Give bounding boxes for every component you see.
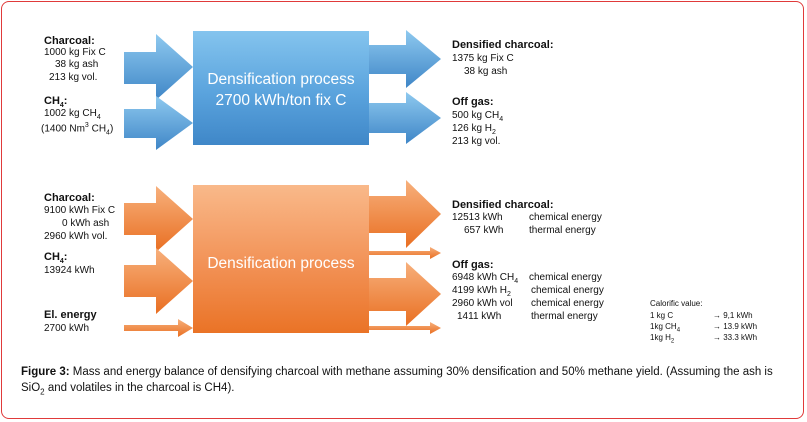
process-label-top: Densification process 2700 kWh/ton fix C	[193, 70, 369, 112]
bottom-offgas-thermal-value: 1411 kWh	[457, 311, 502, 322]
calorific-h2-left: 1kg H2	[650, 333, 675, 345]
top-densified-ash: 38 kg ash	[464, 66, 508, 77]
calorific-h2-right: → 33.3 kWh	[713, 333, 758, 342]
bottom-densified-title: Densified charcoal:	[452, 199, 554, 211]
bottom-offgas-thermal-label: thermal energy	[531, 311, 598, 322]
calorific-c-left: 1 kg C	[650, 311, 674, 320]
bottom-densified-thermal-label: thermal energy	[529, 225, 596, 236]
top-offgas-title: Off gas:	[452, 96, 494, 108]
bottom-offgas-ch4-label: chemical energy	[529, 272, 602, 283]
top-ch4-kg: 1002 kg CH4	[44, 108, 101, 122]
calorific-ch4-right: → 13.9 kWh	[713, 322, 758, 331]
bottom-charcoal-title: Charcoal:	[44, 192, 95, 204]
caption-label: Figure 3:	[21, 366, 70, 378]
arrow-densified-out-top	[369, 30, 441, 88]
process-title-top: Densification process	[207, 71, 355, 88]
bottom-densified-thermal-value: 657 kWh	[464, 225, 504, 236]
bottom-offgas-ch4-value: 6948 kWh CH4	[452, 272, 519, 286]
bottom-charcoal-ash: 0 kWh ash	[62, 218, 110, 229]
calorific-ch4-left: 1kg CH4	[650, 322, 681, 334]
arrow-offgas-thermal-out-bottom	[369, 322, 441, 334]
bottom-densified-chem-value: 12513 kWh	[452, 212, 503, 223]
bottom-offgas-title: Off gas:	[452, 259, 494, 271]
arrow-densified-out-bottom	[369, 180, 441, 248]
bottom-ch4-title: CH4:	[44, 251, 68, 266]
arrow-el-in-bottom	[124, 319, 193, 337]
process-label-bottom: Densification process	[207, 255, 355, 272]
bottom-charcoal-fixc: 9100 kWh Fix C	[44, 205, 116, 216]
top-offgas-ch4: 500 kg CH4	[452, 110, 504, 124]
bottom-charcoal-vol: 2960 kWh vol.	[44, 231, 108, 242]
densification-box-top	[193, 31, 369, 145]
arrow-offgas-out-bottom	[369, 262, 441, 326]
bottom-el-kwh: 2700 kWh	[44, 323, 90, 334]
top-offgas-h2: 126 kg H2	[452, 123, 496, 137]
top-charcoal-fixc: 1000 kg Fix C	[44, 47, 106, 58]
arrow-offgas-out-top	[369, 92, 441, 144]
bottom-offgas-h2-label: chemical energy	[531, 285, 604, 296]
calorific-title: Calorific value:	[650, 299, 703, 308]
top-ch4-title: CH4:	[44, 95, 68, 110]
bottom-offgas-vol-value: 2960 kWh vol	[452, 298, 513, 309]
top-ch4-nm3: (1400 Nm3 CH4)	[41, 122, 114, 137]
densification-box-bottom	[193, 185, 369, 333]
bottom-ch4-kwh: 13924 kWh	[44, 265, 95, 276]
top-densified-title: Densified charcoal:	[452, 39, 554, 51]
arrow-charcoal-in-top	[124, 34, 193, 100]
arrow-ch4-in-top	[124, 96, 193, 150]
top-charcoal-title: Charcoal:	[44, 35, 95, 47]
calorific-c-right: → 9,1 kWh	[713, 311, 753, 320]
top-charcoal-vol: 213 kg vol.	[49, 72, 98, 83]
bottom-offgas-h2-value: 4199 kWh H2	[452, 285, 511, 299]
top-charcoal-ash: 38 kg ash	[55, 59, 99, 70]
arrow-thermal-out-bottom	[369, 247, 441, 259]
top-densified-fixc: 1375 kg Fix C	[452, 53, 514, 64]
figure-caption: Figure 3: Mass and energy balance of den…	[21, 366, 773, 397]
bottom-el-title: El. energy	[44, 309, 97, 321]
top-offgas-vol: 213 kg vol.	[452, 136, 501, 147]
arrow-ch4-in-bottom	[124, 248, 193, 314]
bottom-offgas-vol-label: chemical energy	[531, 298, 604, 309]
process-energy-top: 2700 kWh/ton fix C	[215, 91, 347, 109]
bottom-densified-chem-label: chemical energy	[529, 212, 602, 223]
arrow-charcoal-in-bottom	[124, 186, 193, 252]
